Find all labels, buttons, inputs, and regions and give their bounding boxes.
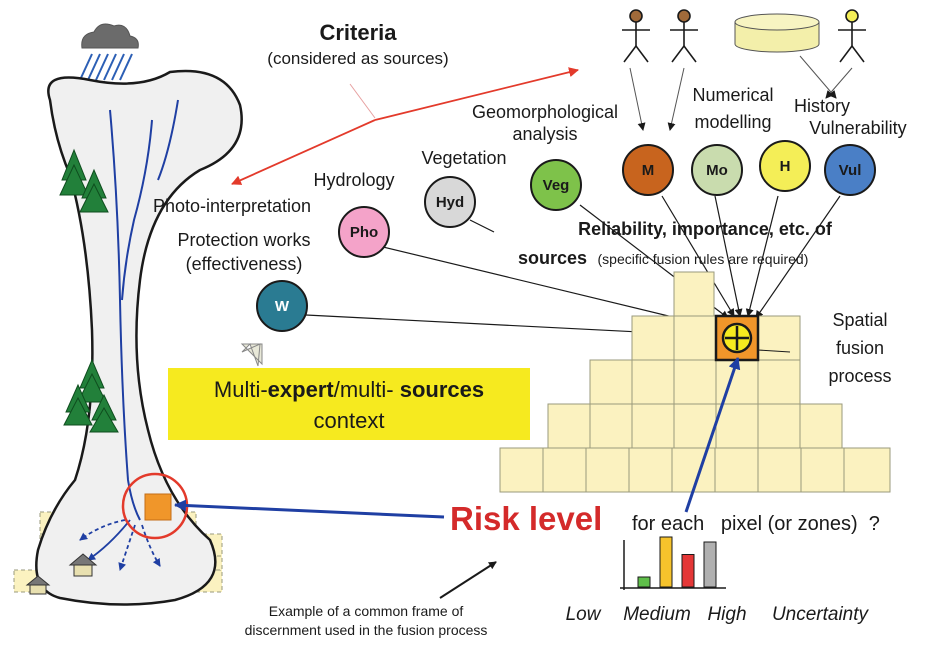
person-icon [670, 9, 698, 63]
source-circle-hyd: Hyd [424, 176, 476, 228]
caption-line2: discernment used in the fusion process [245, 622, 488, 638]
label-photo-interpretation: Photo-interpretation [153, 196, 311, 216]
label-analysis: analysis [512, 124, 577, 144]
database-icon [734, 13, 820, 53]
label-vulnerability: Vulnerability [809, 118, 906, 138]
discernment-bar-medium [659, 536, 673, 588]
source-circle-vul: Vul [824, 144, 876, 196]
person-icon [622, 9, 650, 63]
risk-arrow-to-fan [174, 499, 445, 519]
context-line1: Multi-expert/multi- sources [214, 377, 484, 402]
discernment-chart [620, 536, 726, 590]
criteria-title: Criteria [319, 20, 397, 45]
source-circle-m: M [622, 144, 674, 196]
criteria-arrow-right [374, 67, 579, 121]
svg-text:M: M [642, 162, 655, 179]
context-box [168, 368, 530, 440]
context-prefix: Multi- [214, 377, 268, 402]
reliability-line2: sources (specific fusion rules are requi… [518, 248, 808, 268]
label-protection-works: Protection works [177, 230, 310, 250]
category-low: Low [566, 604, 602, 625]
hyd-tail [469, 219, 495, 233]
person-icon [838, 9, 866, 63]
fan-highlight-cell [144, 493, 172, 521]
svg-text:Veg: Veg [543, 177, 570, 194]
category-medium: Medium [623, 604, 691, 625]
context-sources: sources [400, 377, 484, 402]
plus-circle-icon [721, 322, 753, 354]
risk-subtitle: for each pixel (or zones) ? [632, 513, 880, 535]
svg-text:H: H [780, 158, 791, 175]
source-circle-h: H [759, 140, 811, 192]
catchment-illustration [13, 23, 243, 606]
criteria-arrow-left [231, 119, 376, 185]
label-hydrology: Hydrology [313, 170, 394, 190]
source-circle-w: W [256, 280, 308, 332]
tree-icon [59, 148, 119, 433]
svg-text:Vul: Vul [839, 162, 862, 179]
label-modelling: modelling [694, 112, 771, 132]
caption-arrow [439, 561, 497, 599]
fusion-label-2: fusion [836, 338, 884, 358]
context-arrow-icon [240, 343, 263, 367]
label-vegetation: Vegetation [421, 148, 506, 168]
label-effectiveness: (effectiveness) [186, 254, 303, 274]
label-history: History [794, 96, 850, 116]
catchment-outline [35, 69, 243, 606]
svg-text:Mo: Mo [706, 162, 728, 179]
category-high: High [707, 604, 746, 625]
criteria-subtitle: (considered as sources) [267, 49, 448, 68]
risk-title: Risk level [450, 500, 602, 537]
reliability-rules: (specific fusion rules are required) [598, 251, 809, 267]
risk-arrow-to-fusion [684, 357, 741, 513]
discernment-bar-low [637, 576, 651, 588]
house-icon [25, 553, 98, 595]
reliability-line1: Reliability, importance, etc. of [578, 219, 833, 239]
svg-text:W: W [275, 298, 290, 315]
fusion-label-3: process [828, 366, 891, 386]
source-circle-pho: Pho [338, 206, 390, 258]
svg-text:Hyd: Hyd [436, 194, 464, 211]
discernment-bar-high [681, 554, 695, 588]
fusion-pointer [757, 349, 791, 353]
expert-links [629, 55, 853, 131]
cloud-rain-icon [79, 23, 139, 81]
source-to-fusion-arrows [305, 195, 841, 340]
flow-arrows [79, 519, 161, 571]
caption-line1: Example of a common frame of [269, 603, 464, 619]
category-uncertainty: Uncertainty [772, 604, 870, 625]
discernment-labels: Low Medium High Uncertainty [566, 604, 870, 625]
reliability-sources: sources [518, 248, 587, 268]
stream-network [109, 99, 179, 521]
label-numerical: Numerical [692, 85, 773, 105]
context-expert: expert [268, 377, 335, 402]
svg-text:Pho: Pho [350, 224, 378, 241]
fusion-label-1: Spatial [832, 310, 887, 330]
source-circle-veg: Veg [530, 159, 582, 211]
discernment-bars [637, 536, 717, 588]
source-circle-mo: Mo [691, 144, 743, 196]
criteria-pointer [349, 83, 376, 119]
label-geomorphological: Geomorphological [472, 102, 618, 122]
discernment-bar-uncertainty [703, 541, 717, 588]
context-line2: context [314, 408, 385, 433]
context-mid: /multi- [334, 377, 400, 402]
